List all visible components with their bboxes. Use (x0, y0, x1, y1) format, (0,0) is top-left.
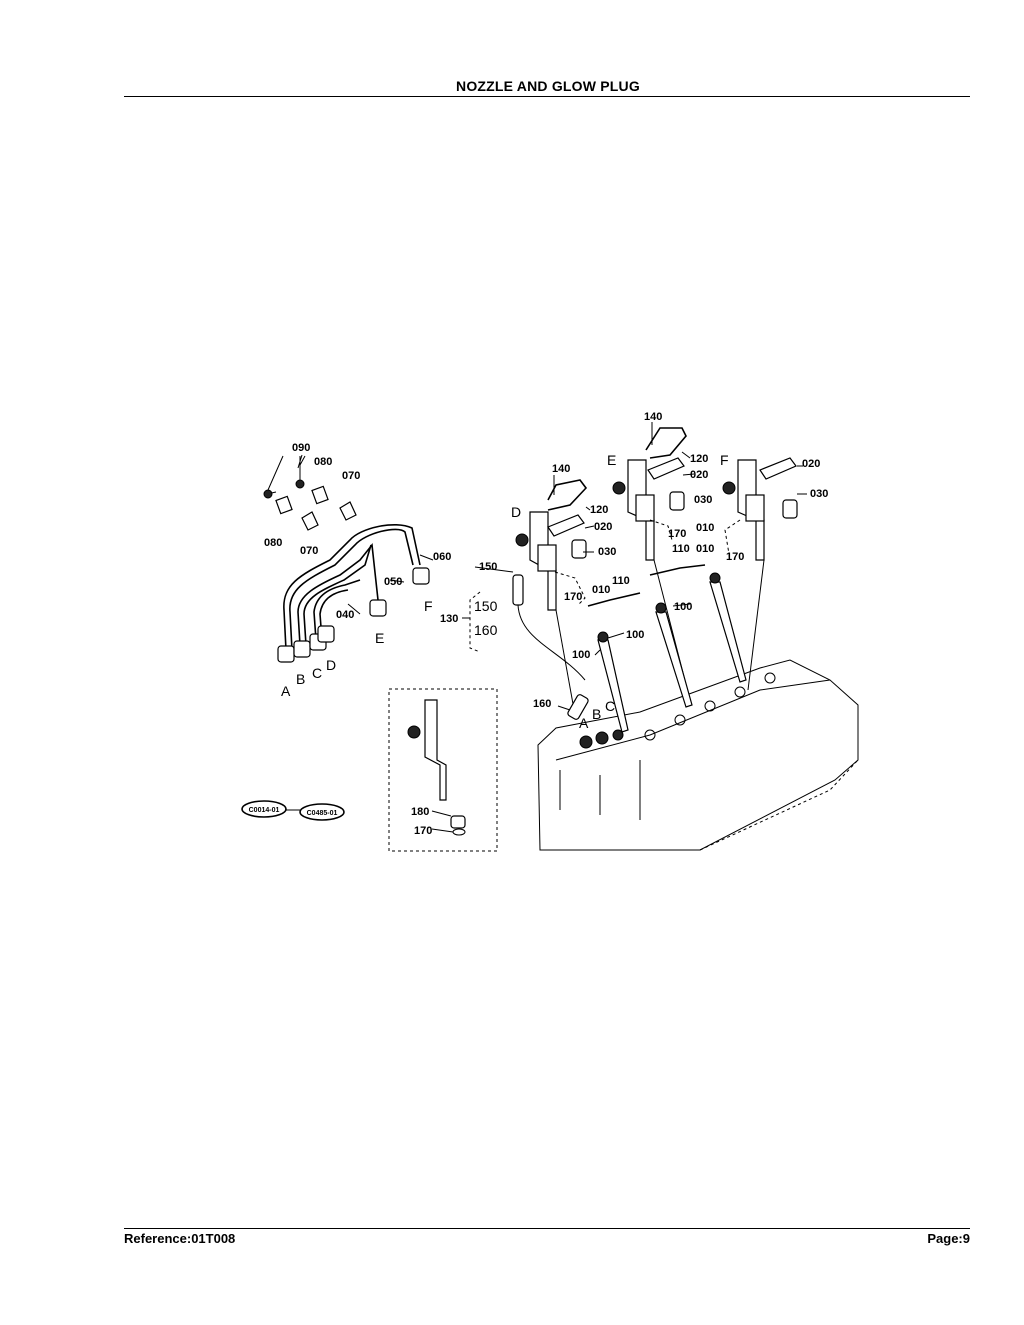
callout: 170 (414, 825, 432, 837)
callout: 170 (564, 591, 582, 603)
reference-label: Reference:01T008 (124, 1231, 236, 1246)
callout: 120 (690, 453, 708, 465)
page-number: Page:9 (927, 1231, 970, 1246)
bracket-label: 150 (474, 598, 498, 614)
header-divider (124, 96, 970, 97)
nozzle-holder-d (515, 511, 576, 716)
callout: 120 (590, 504, 608, 516)
page-title: NOZZLE AND GLOW PLUG (456, 78, 640, 94)
pipe-letter: C (312, 665, 322, 681)
callout: 170 (668, 528, 686, 540)
callout-labels: 140 120 020 030 020 030 140 120 020 030 … (264, 411, 828, 837)
callout: 160 (533, 698, 551, 710)
callout: 110 (612, 575, 630, 587)
leader-lines (347, 422, 807, 711)
callout: 030 (598, 546, 616, 558)
callout: 010 (696, 522, 714, 534)
pipe-letter: D (326, 657, 336, 673)
nozzle-clamps (547, 457, 798, 559)
pipe-clamps (263, 454, 357, 531)
callout: 080 (264, 537, 282, 549)
callout: 140 (644, 411, 662, 423)
callout: 070 (300, 545, 318, 557)
callout: 080 (314, 456, 332, 468)
pipe-letter: F (424, 598, 433, 614)
callout: 100 (674, 601, 692, 613)
callout: 010 (696, 543, 714, 555)
head-letter: B (592, 706, 601, 722)
callout: 180 (411, 806, 429, 818)
oval-code-left: C0014-01 (249, 807, 280, 814)
callout: 140 (552, 463, 570, 475)
callout: 060 (433, 551, 451, 563)
bracket-label: 160 (474, 622, 498, 638)
callout: 100 (626, 629, 644, 641)
nozzle-letter: E (607, 452, 616, 468)
callout: 030 (810, 488, 828, 500)
inset-detail (388, 688, 498, 852)
callout: 110 (672, 543, 690, 555)
fuel-return-line (512, 574, 589, 720)
pipe-letter: E (375, 630, 384, 646)
cylinder-head (537, 659, 859, 851)
callout: 020 (594, 521, 612, 533)
head-letter: C (605, 698, 615, 714)
oval-code-right: C0485-01 (307, 810, 338, 817)
callout: 050 (384, 576, 402, 588)
callout: 170 (726, 551, 744, 563)
oval-code-tags: C0014-01 C0485-01 (241, 800, 345, 821)
callout: 030 (694, 494, 712, 506)
footer-divider (124, 1228, 970, 1229)
callout: 040 (336, 609, 354, 621)
injection-pipes (277, 524, 430, 663)
dashed-guides (469, 519, 741, 653)
leak-off-pipes (547, 427, 687, 511)
callout: 070 (342, 470, 360, 482)
pipe-letter: B (296, 671, 305, 687)
nozzle-holder-f (722, 459, 765, 691)
callout: 020 (802, 458, 820, 470)
glow-plugs (587, 564, 747, 733)
callout: 130 (440, 613, 458, 625)
callout: 090 (292, 442, 310, 454)
callout: 150 (479, 561, 497, 573)
nozzle-letter: D (511, 504, 521, 520)
callout: 010 (592, 584, 610, 596)
handwritten-labels: 150 160 A B C D E F D E F A B C (281, 452, 729, 731)
callout: 020 (690, 469, 708, 481)
pipe-letter: A (281, 683, 291, 699)
callout: 100 (572, 649, 590, 661)
nozzle-letter: F (720, 452, 729, 468)
nozzle-holder-e (612, 459, 691, 701)
head-letter: A (579, 715, 589, 731)
